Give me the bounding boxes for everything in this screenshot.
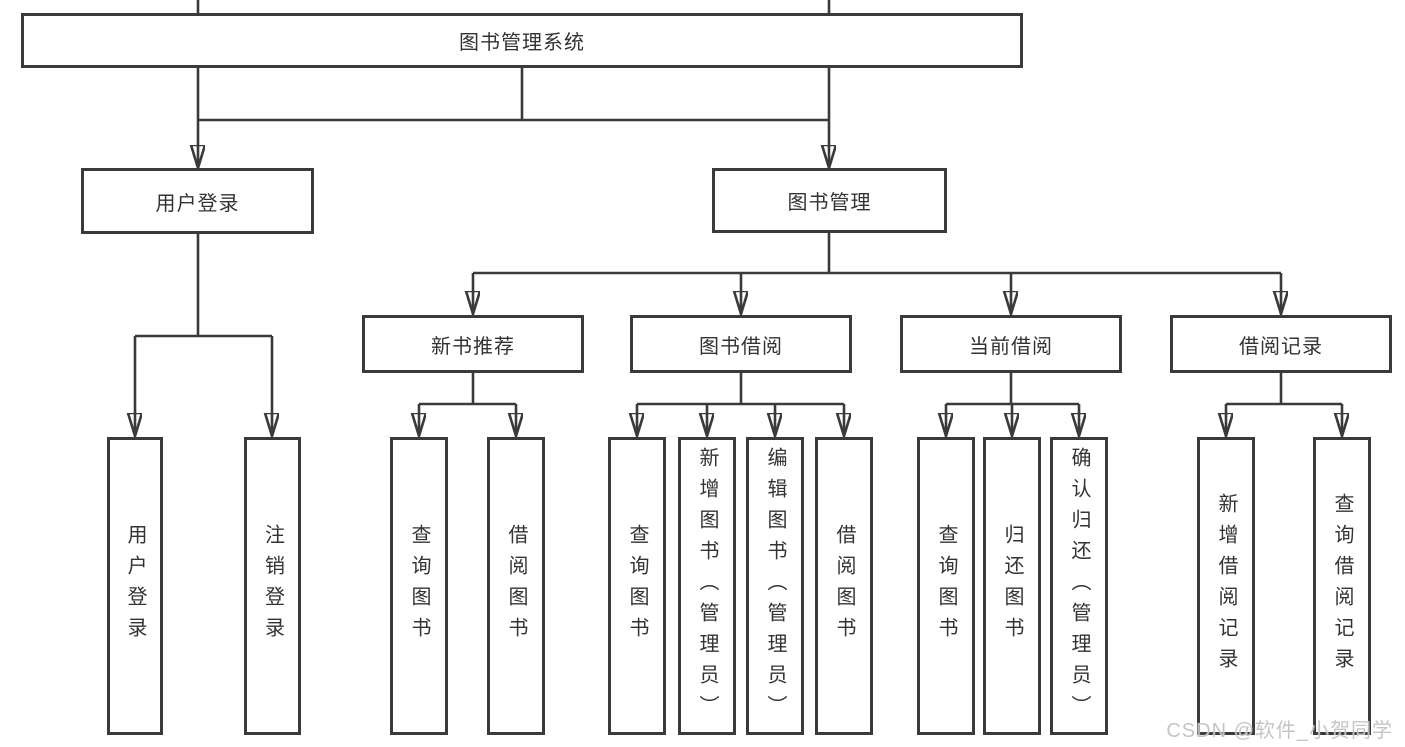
leaf-label: 编辑图书（管理员） [764,446,786,726]
leaf-add-book-admin: 新增图书（管理员） [678,437,736,735]
leaf-user-login: 用户登录 [107,437,163,735]
leaf-label: 借阅图书 [833,524,855,648]
leaf-confirm-return-admin: 确认归还（管理员） [1050,437,1108,735]
leaf-label: 归还图书 [1001,524,1023,648]
leaf-edit-book-admin: 编辑图书（管理员） [746,437,804,735]
leaf-label: 查询图书 [935,524,957,648]
leaf-label: 注销登录 [261,524,284,648]
leaf-label: 确认归还（管理员） [1068,446,1090,726]
leaf-logout: 注销登录 [244,437,301,735]
node-label: 借阅记录 [1239,335,1323,358]
leaf-query-borrow-record: 查询借阅记录 [1313,437,1371,735]
leaf-add-borrow-record: 新增借阅记录 [1197,437,1255,735]
leaf-query-books-recommend: 查询图书 [390,437,448,735]
node-label: 新书推荐 [431,335,515,358]
leaf-query-books-current: 查询图书 [917,437,975,735]
node-label: 图书管理 [787,192,872,214]
leaf-label: 查询借阅记录 [1331,493,1353,679]
leaf-label: 用户登录 [124,524,146,648]
leaf-borrow-books-recommend: 借阅图书 [487,437,545,735]
leaf-label: 新增图书（管理员） [696,446,718,726]
node-book-management-branch: 图书管理 [712,168,947,233]
node-label: 当前借阅 [969,335,1053,358]
node-root-library-system: 图书管理系统 [21,13,1023,68]
node-user-login-branch: 用户登录 [81,168,314,234]
node-book-borrowing: 图书借阅 [630,315,852,373]
node-label: 用户登录 [155,192,240,215]
node-borrowing-records: 借阅记录 [1170,315,1392,373]
node-label: 图书借阅 [699,335,783,358]
node-current-borrowing: 当前借阅 [900,315,1122,373]
leaf-query-books-borrowing: 查询图书 [608,437,666,735]
leaf-label: 新增借阅记录 [1215,493,1237,679]
leaf-label: 借阅图书 [505,524,527,648]
leaf-label: 查询图书 [626,524,648,648]
node-new-book-recommend: 新书推荐 [362,315,584,373]
node-label: 图书管理系统 [459,32,585,54]
leaf-label: 查询图书 [408,524,430,648]
leaf-return-books: 归还图书 [983,437,1041,735]
leaf-borrow-books: 借阅图书 [815,437,873,735]
